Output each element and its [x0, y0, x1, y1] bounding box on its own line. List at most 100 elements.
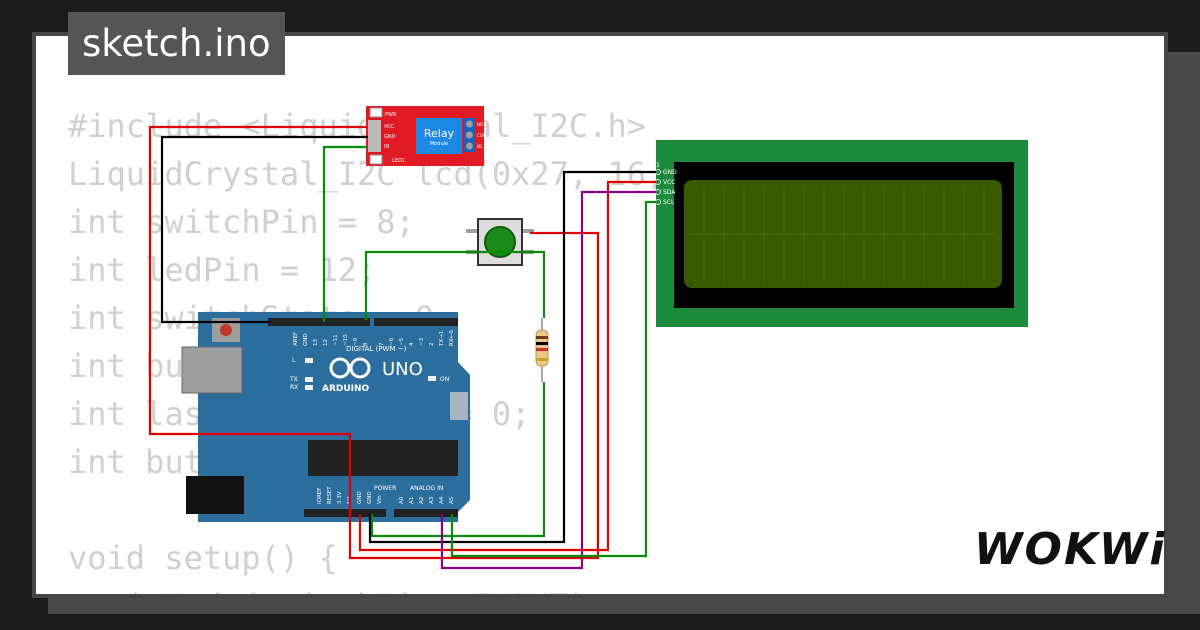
reset-button[interactable] — [220, 324, 232, 336]
analog-pin-label: A0 — [399, 496, 405, 504]
top-pin-label: 4 — [409, 342, 415, 346]
relay-led-label: LED1 — [392, 158, 405, 164]
led-label: TX — [289, 376, 298, 383]
digital-label: DIGITAL (PWM ~) — [346, 345, 407, 353]
analog-pin-label: A1 — [409, 497, 415, 504]
relay-pin-label: GND — [384, 134, 396, 140]
resistor-band — [536, 342, 548, 345]
relay-header — [368, 120, 381, 152]
top-pin-label: ~10 — [343, 334, 349, 346]
code-line: int switchPin = 8; — [68, 203, 415, 241]
wokwi-logo: WOKWi — [974, 524, 1167, 575]
arduino-logo-icon — [349, 357, 371, 379]
wire-red-5v — [148, 125, 600, 560]
relay-pin-label: VCC — [384, 124, 395, 130]
relay-terminal-screw — [466, 120, 473, 128]
analog-pin-label: A4 — [439, 496, 445, 504]
usb-port — [181, 346, 243, 394]
top-pin-label: AREF — [293, 332, 299, 346]
button-cap[interactable] — [484, 226, 516, 258]
analog-pin-label: A5 — [449, 496, 455, 504]
relay-pwr-led — [369, 107, 383, 118]
top-pin-label: ~5 — [399, 337, 405, 346]
lcd-char-grid — [690, 186, 996, 282]
pushbutton[interactable] — [466, 218, 534, 266]
relay-terminal-label: NC — [477, 144, 483, 149]
wire-purple-sda — [440, 190, 656, 570]
led-on — [428, 376, 436, 381]
led-label: L — [292, 357, 296, 364]
resistor — [535, 318, 549, 382]
wire-green-switch — [364, 250, 546, 320]
lcd-pin-label: SDA — [663, 189, 676, 196]
power-pin-label: RESET — [327, 486, 333, 504]
lcd-module[interactable]: 1 GND VCC SDA SCL — [655, 140, 1029, 327]
wire-red-lcd-vcc — [358, 180, 656, 552]
power-jack — [186, 476, 244, 514]
icsp-header — [450, 392, 468, 420]
led-tx — [305, 377, 313, 382]
power-header[interactable] — [304, 509, 386, 517]
arduino-model: UNO — [382, 359, 423, 380]
relay-terminal-label: NO — [477, 122, 483, 127]
relay-led1 — [369, 154, 383, 165]
resistor-band — [536, 348, 548, 351]
arduino-logo-icon — [329, 357, 351, 379]
relay-terminal-screw — [466, 142, 473, 150]
arduino-uno[interactable]: UNO ARDUINO DIGITAL (PWM ~) POWER ANALOG… — [181, 312, 470, 522]
power-pin-label: 3.3V — [337, 491, 343, 504]
top-pin-label: ~6 — [389, 337, 395, 346]
project-title: sketch.ino — [68, 12, 285, 75]
relay-subtitle: Module — [430, 141, 448, 147]
lcd-pin-label: SCL — [663, 199, 675, 206]
wire-green-relay-in — [322, 145, 368, 322]
digital-header-right[interactable] — [374, 318, 458, 326]
digital-header-left[interactable] — [268, 318, 370, 326]
wire-green-pulldown — [370, 382, 546, 538]
top-pin-label: 12 — [323, 339, 329, 346]
button-leg — [466, 229, 478, 233]
relay-box — [416, 118, 462, 154]
analog-label: ANALOG IN — [410, 485, 443, 492]
analog-header[interactable] — [394, 509, 458, 517]
resistor-band — [536, 358, 548, 361]
resistor-band — [536, 336, 548, 339]
power-pin-label: GND — [357, 491, 363, 504]
top-pin-label: ~3 — [419, 337, 425, 346]
arduino-brand: ARDUINO — [322, 384, 370, 394]
top-pin-label: RX←0 — [449, 330, 455, 346]
lcd-pin-label: VCC — [663, 179, 675, 186]
code-line: pinMode(switchPin, INPUT); — [68, 582, 742, 594]
lcd-pin-label: GND — [663, 169, 677, 176]
power-pin-label: GND — [367, 491, 373, 504]
led-rx — [305, 385, 313, 390]
wires — [148, 125, 656, 570]
analog-pin-label: A2 — [419, 497, 425, 504]
relay-terminal-label: COM — [477, 133, 487, 138]
led-label: RX — [290, 384, 298, 391]
led-label: ON — [440, 376, 449, 383]
atmega-chip — [308, 440, 458, 476]
code-line: void setup() { — [68, 539, 338, 577]
analog-pin-label: A3 — [429, 496, 435, 504]
wire-green-scl — [450, 200, 656, 558]
top-pin-label: 7 — [379, 342, 385, 346]
power-pin-label: Vin — [377, 495, 383, 504]
top-pin-label: GND — [303, 333, 309, 346]
lcd-pin-number: 1 — [656, 162, 660, 169]
relay-led-label: PWR — [385, 112, 397, 118]
power-pin-label: IOREF — [317, 488, 323, 504]
relay-terminal-screw — [466, 131, 473, 139]
top-pin-label: 8 — [363, 342, 369, 346]
top-pin-label: ~11 — [333, 334, 339, 346]
relay-module[interactable]: PWR LED1 VCC GND IN Relay Module NO COM … — [366, 106, 487, 166]
wire-black-lcd-gnd — [368, 170, 656, 544]
relay-pin-label: IN — [384, 144, 389, 150]
led-l — [305, 358, 313, 363]
wire-black-gnd — [160, 135, 368, 324]
power-label: POWER — [374, 485, 396, 492]
top-pin-label: TX→1 — [439, 331, 445, 347]
top-pin-label: 13 — [313, 339, 319, 346]
button-leg — [522, 229, 534, 233]
